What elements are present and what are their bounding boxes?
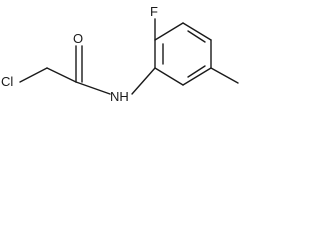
ring-double-bond-2 [187, 30, 206, 43]
ring-bond-3 [182, 22, 212, 41]
atom-label-cl: Cl [1, 74, 13, 89]
atom-label-o: O [73, 31, 83, 46]
bond-ch2-carbonyl [46, 67, 77, 83]
chemical-structure: Cl O F NH [1, 4, 239, 104]
bond-n-ring [131, 67, 156, 95]
bond-carbonyl-n [75, 81, 111, 95]
ring-double-bond-3 [187, 65, 206, 78]
atom-label-f: F [150, 4, 158, 19]
ring-bond-6 [154, 67, 184, 86]
bond-ring-methyl [210, 67, 239, 84]
bond-cl-ch2 [19, 67, 48, 83]
atom-label-nh: NH [110, 89, 129, 104]
ring-bond-2 [154, 22, 184, 41]
ring-bond-5 [182, 67, 212, 86]
